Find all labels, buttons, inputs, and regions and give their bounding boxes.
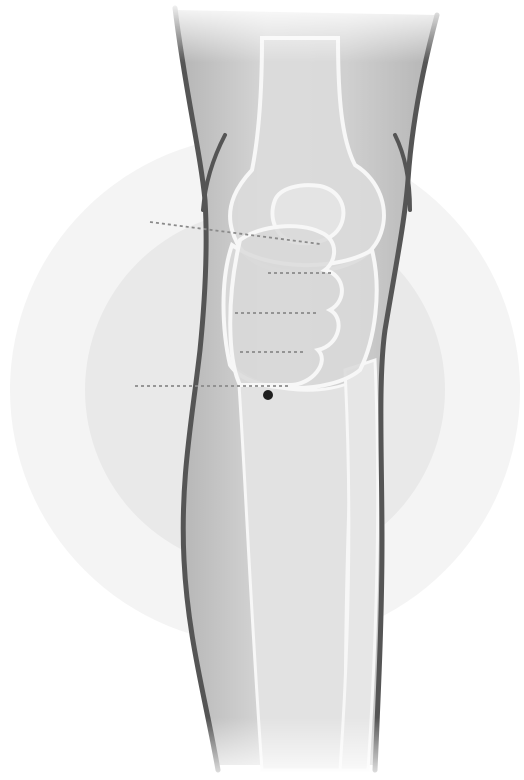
marker-point [263, 390, 273, 400]
